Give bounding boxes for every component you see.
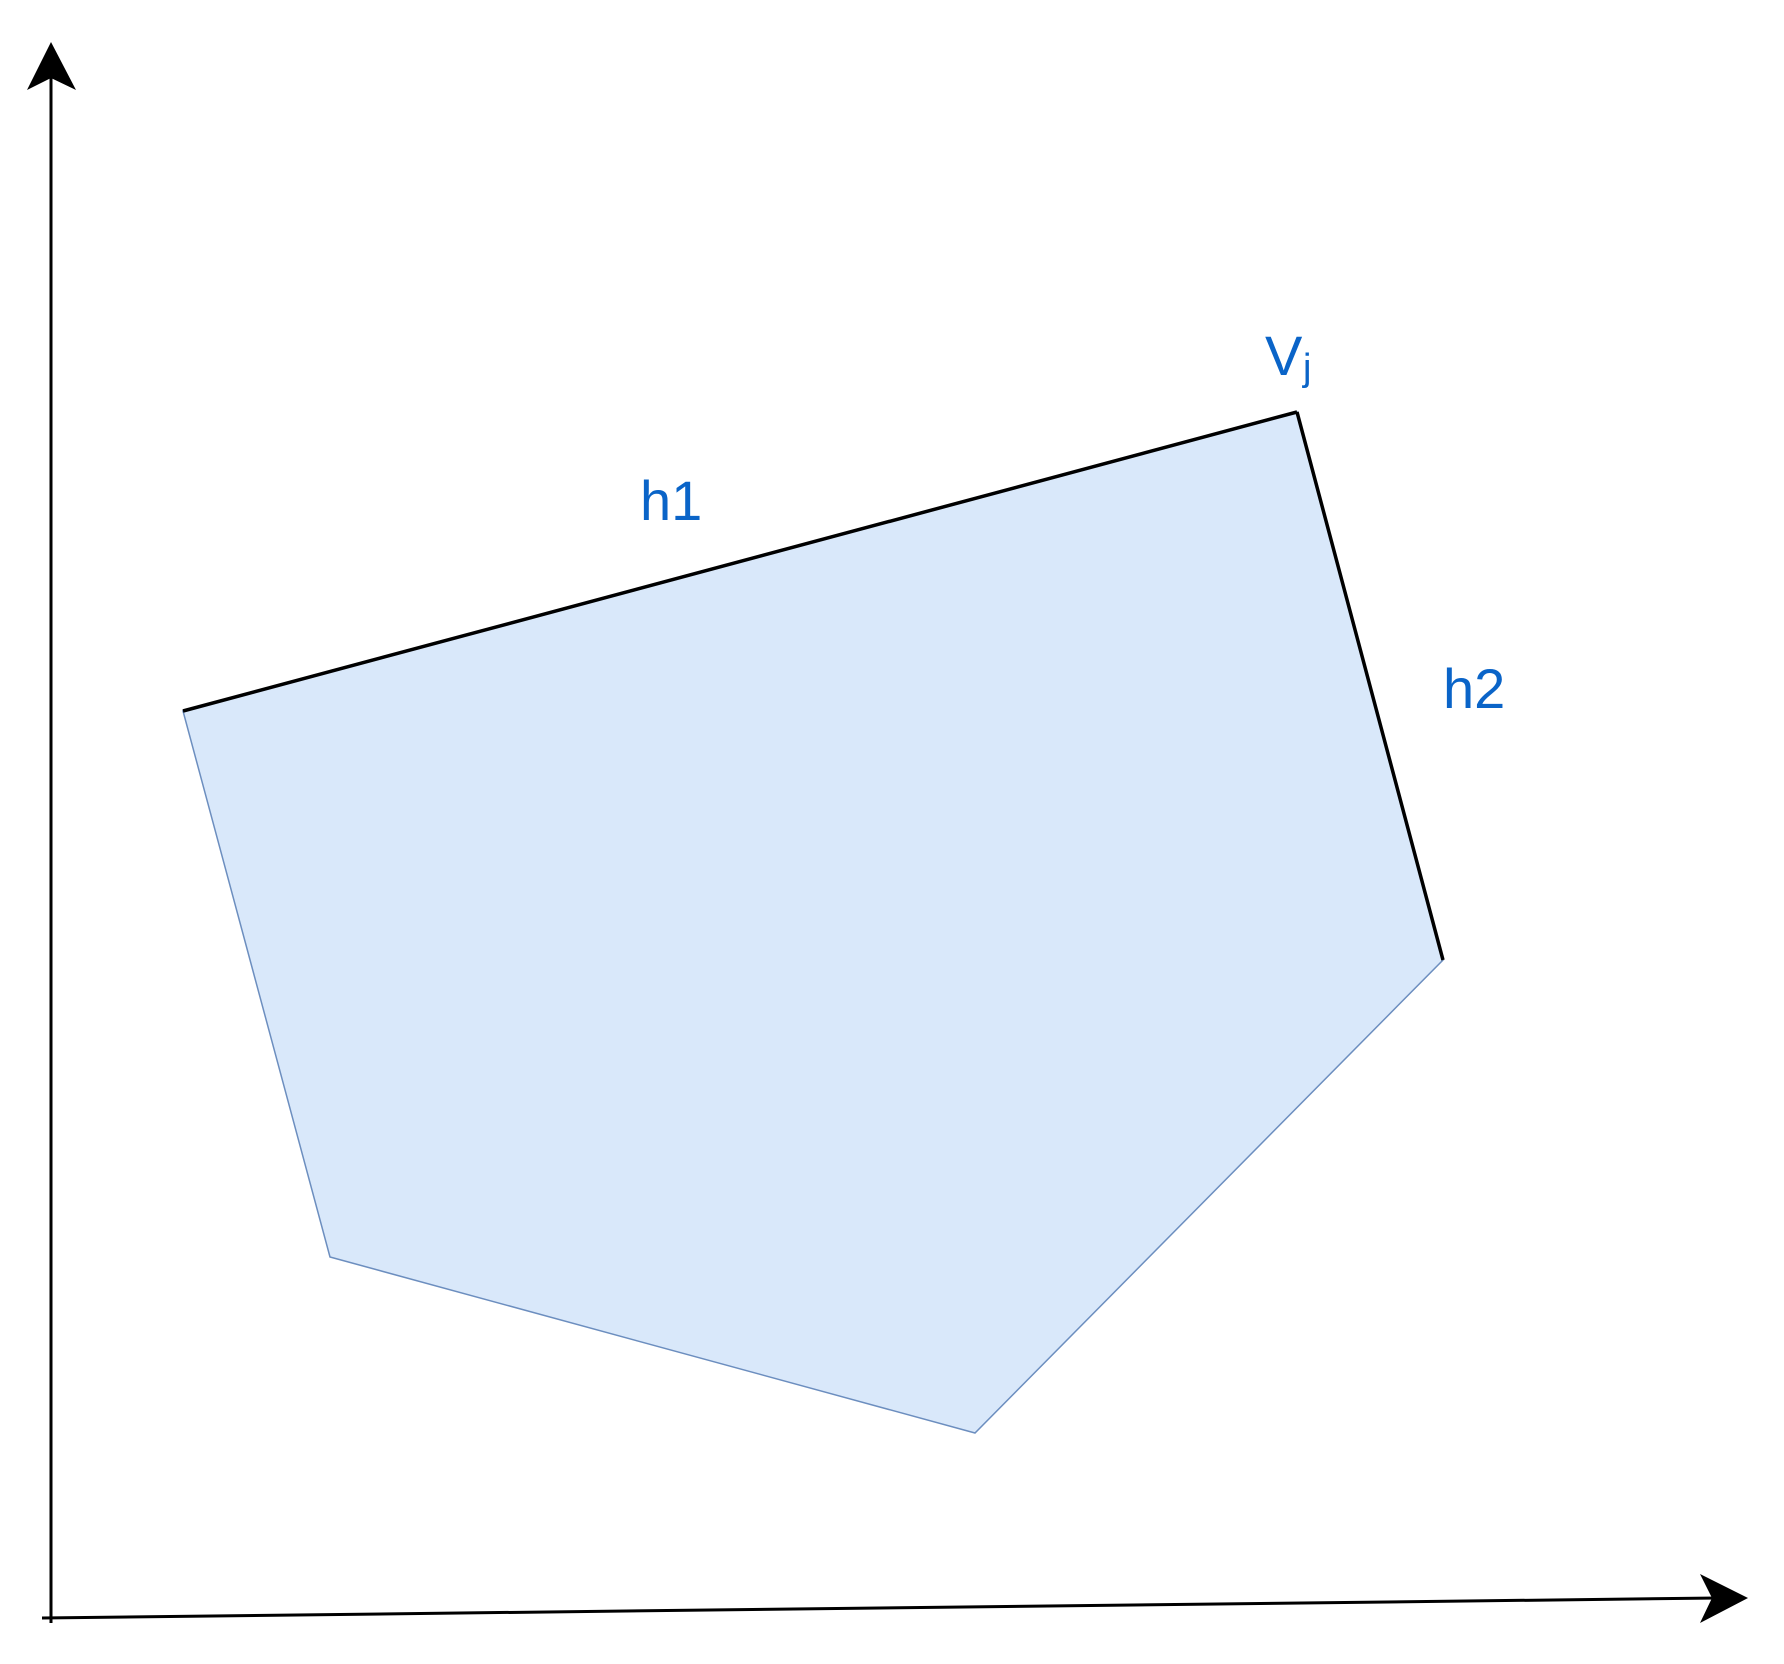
label-vertex: V j [1265, 324, 1311, 389]
edge-h2 [1295, 411, 1445, 961]
x-axis [41, 1596, 1719, 1620]
x-axis-arrowhead [1700, 1574, 1748, 1623]
label-h2: h2 [1443, 657, 1505, 720]
label-vertex-main: V [1265, 324, 1303, 387]
label-h1: h1 [640, 469, 702, 532]
axes [27, 42, 1748, 1623]
edge-h1 [182, 410, 1298, 713]
polygon-region [182, 411, 1444, 1434]
label-vertex-sub: j [1302, 347, 1311, 389]
y-axis-arrowhead [27, 42, 76, 90]
